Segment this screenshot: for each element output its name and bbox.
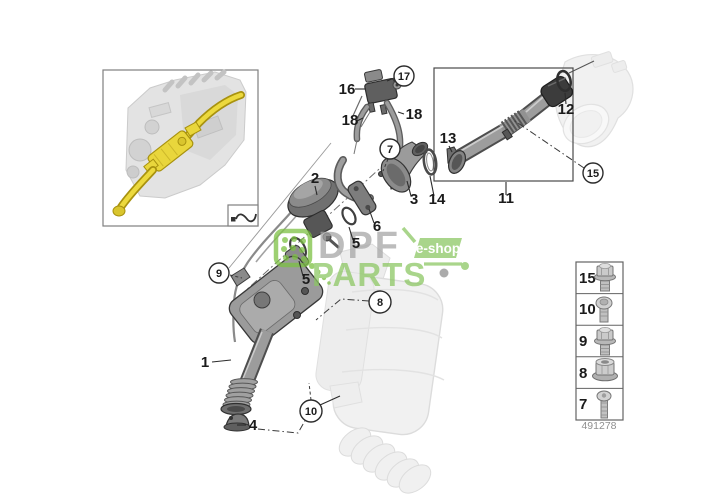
charge-pipe-frame (433, 67, 574, 182)
ghost-turbo-duct (554, 51, 634, 148)
callout-18-left: 18 (342, 112, 359, 129)
gasket-part-5-upper (341, 206, 357, 226)
callout-1: 1 (201, 354, 209, 371)
svg-text:8: 8 (377, 297, 383, 309)
callout-labels: 16 18 18 13 12 2 3 14 11 6 5 5 1 4 (201, 81, 575, 434)
svg-text:9: 9 (216, 268, 222, 280)
button-head-screw-icon (595, 296, 613, 323)
callout-5-upper: 5 (352, 235, 360, 252)
highlighted-part-yellow (112, 91, 245, 217)
svg-text:10: 10 (579, 301, 596, 318)
callout-circled-7: 7 (379, 138, 401, 160)
watermark: DPF PARTS e-shop (273, 225, 469, 293)
leader-lines-dashed (229, 118, 585, 434)
callout-circled-17: 17 (393, 65, 415, 87)
legend-row-10: 10 (579, 296, 613, 323)
legend-row-7: 7 (579, 390, 612, 419)
hex-flange-bolt-icon (594, 326, 616, 356)
flange-nut-icon (592, 358, 618, 382)
callout-circled-10: 10 (299, 399, 323, 423)
changeover-valve-part-2 (232, 177, 340, 343)
watermark-brand-bottom: PARTS (312, 256, 426, 293)
fastener-legend: 15 10 9 (575, 261, 624, 421)
callout-11: 11 (498, 190, 514, 207)
callout-5-lower: 5 (302, 271, 310, 288)
callout-13: 13 (440, 130, 457, 147)
diagram-number: 491278 (581, 420, 616, 432)
shopping-cart-icon (401, 226, 469, 278)
hex-flange-bolt-icon (594, 262, 616, 292)
hose-symbol-box (227, 204, 259, 227)
svg-text:15: 15 (587, 168, 599, 180)
watermark-brand-top: DPF (318, 225, 400, 267)
callout-12: 12 (558, 101, 575, 118)
svg-text:7: 7 (387, 144, 393, 156)
thumbnail-panel (102, 69, 259, 227)
leader-lines (211, 77, 567, 426)
watermark-badge-label: e-shop (416, 241, 460, 256)
flange-part-6 (347, 171, 384, 216)
callout-18-right: 18 (406, 106, 423, 123)
svg-text:15: 15 (579, 270, 596, 287)
callout-4: 4 (249, 417, 258, 434)
callout-3: 3 (410, 191, 418, 208)
legend-row-8: 8 (579, 358, 618, 382)
callout-6: 6 (373, 218, 381, 235)
hose-curve-icon (231, 213, 257, 223)
bellows-section (222, 378, 258, 409)
long-screw-icon (596, 390, 612, 419)
support-bracket-part-4 (223, 413, 251, 432)
seal-ring-part-14 (422, 148, 438, 176)
circled-callouts: 17 7 15 9 8 10 (208, 65, 604, 423)
callout-16: 16 (339, 81, 356, 98)
ghost-catalyst-body (315, 243, 445, 494)
callout-circled-9: 9 (208, 262, 230, 284)
callout-circled-8: 8 (368, 290, 392, 314)
legend-row-15: 15 (579, 262, 616, 292)
pressure-sensor-part-16 (351, 69, 402, 119)
callout-14: 14 (429, 191, 446, 208)
callout-2: 2 (311, 170, 319, 187)
dpf-filter-icon (273, 228, 331, 285)
charge-pipe-part-1 (220, 245, 324, 416)
legend-row-9: 9 (579, 326, 616, 356)
svg-text:10: 10 (305, 406, 317, 418)
svg-text:17: 17 (398, 71, 410, 83)
svg-text:7: 7 (579, 396, 587, 413)
svg-text:9: 9 (579, 333, 587, 350)
charge-pipe-part-11 (447, 76, 574, 174)
vacuum-hose-part-18-left (353, 103, 371, 155)
assembly-axis-lines (228, 142, 400, 294)
o-ring-part-12 (556, 60, 595, 93)
callout-circled-15: 15 (582, 162, 604, 184)
svg-text:8: 8 (579, 365, 587, 382)
